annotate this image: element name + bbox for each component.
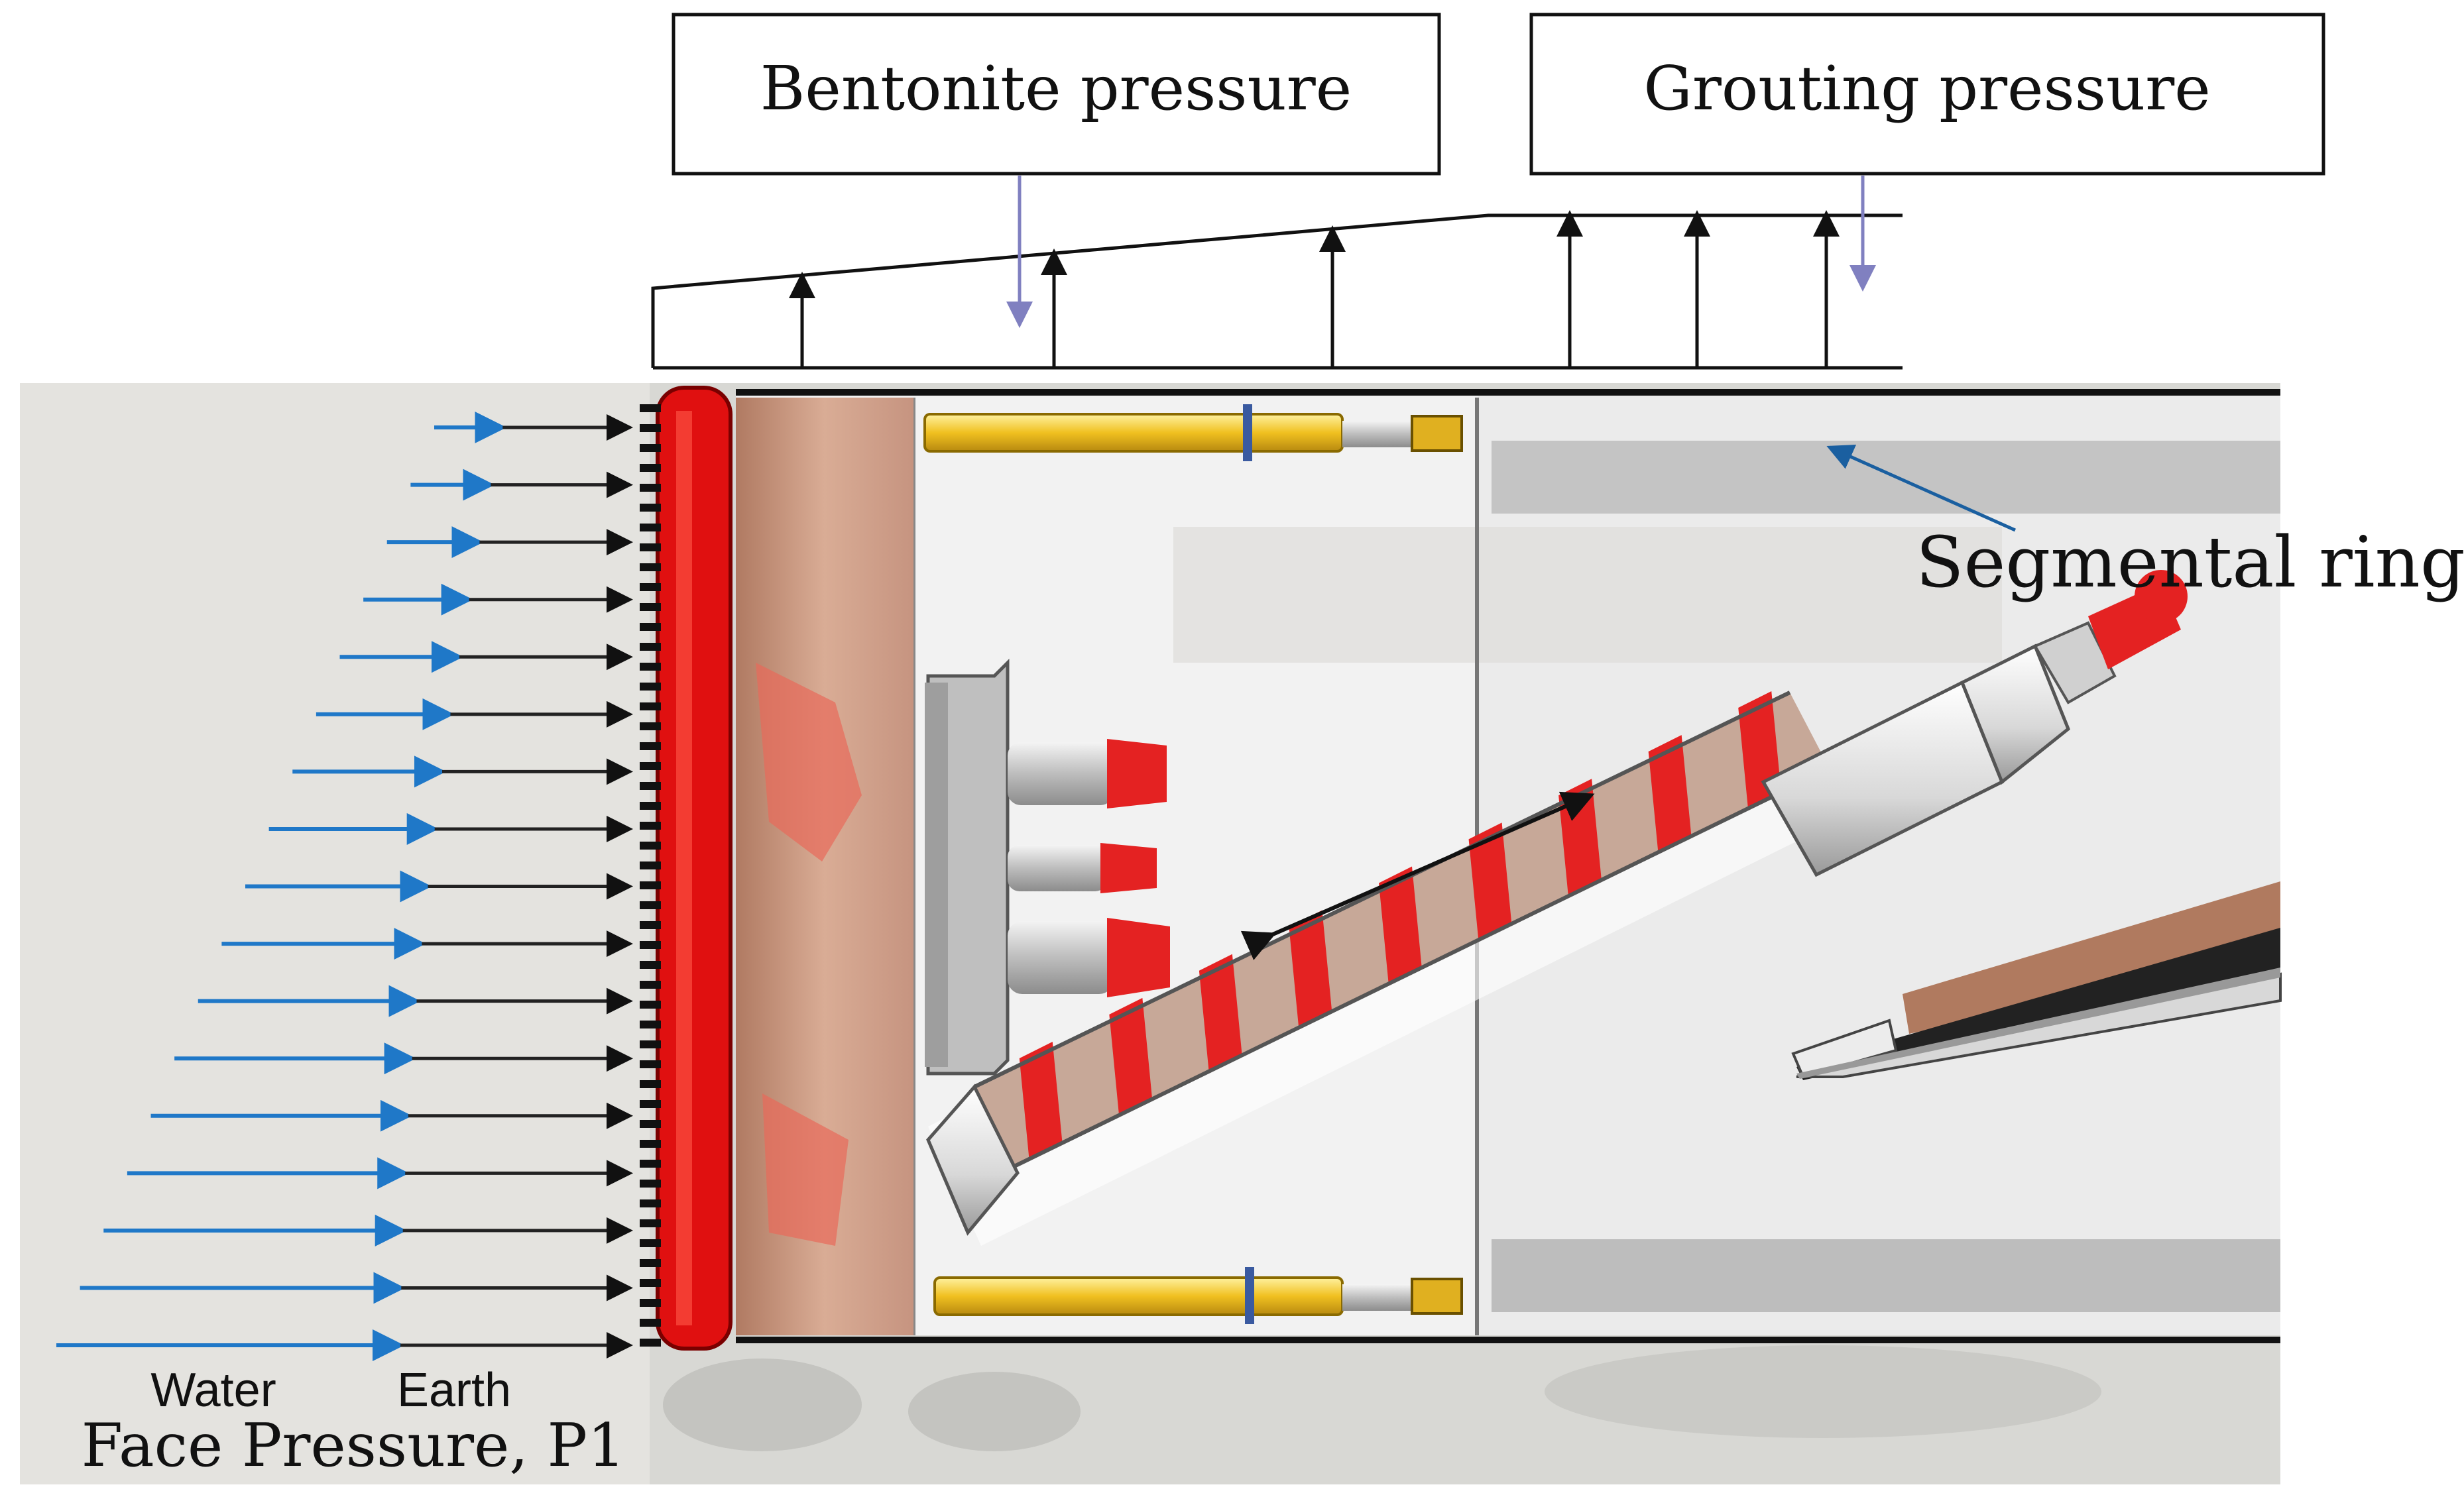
segmental-ring-band-top [1492, 441, 2280, 514]
thrust-jack-bottom [933, 1267, 1463, 1324]
cutter-tooth [640, 1319, 661, 1327]
cutter-tooth [640, 643, 661, 651]
segmental-ring-pointer [1826, 445, 2017, 532]
cutter-tooth [640, 1040, 661, 1048]
grouting-label-box [1529, 13, 2325, 176]
cutter-tooth [640, 1299, 661, 1307]
cutter-tooth [640, 1279, 661, 1287]
cutter-tooth [640, 504, 661, 512]
cutter-tooth [640, 1100, 661, 1108]
cutter-tooth [640, 1199, 661, 1207]
cutter-tooth [640, 623, 661, 631]
cutter-tooth [640, 1239, 661, 1247]
cutter-tooth [640, 543, 661, 551]
cutter-head-highlight [676, 411, 692, 1325]
cutter-tooth [640, 424, 661, 432]
cutter-tooth [640, 1140, 661, 1148]
stroke-arrow [1240, 791, 1595, 960]
drive-motor [1008, 843, 1157, 893]
shadow [663, 1359, 862, 1451]
cutter-tooth [640, 1259, 661, 1267]
cutter-tooth [640, 524, 661, 531]
cutter-tooth [640, 921, 661, 929]
drive-motor [1008, 918, 1170, 997]
shadow [908, 1372, 1081, 1451]
segmental-ring-label: Segmental ring [1916, 522, 2464, 603]
cutter-tooth [640, 404, 661, 412]
chamber-mixing-arms [756, 663, 862, 1246]
cutter-tooth [640, 1001, 661, 1009]
cutter-tooth [640, 663, 661, 671]
cutter-tooth [640, 563, 661, 571]
bentonite-label: Bentonite pressure [760, 53, 1352, 124]
cutter-tooth [640, 1219, 661, 1227]
cutter-tooth [640, 683, 661, 691]
earth-label: Earth [397, 1364, 511, 1417]
cutter-tooth [640, 1160, 661, 1168]
bulkhead-plate [925, 683, 948, 1067]
cutter-teeth [640, 404, 661, 1347]
cutter-tooth [640, 702, 661, 710]
pressure-profile [651, 176, 1903, 370]
grouting-label: Grouting pressure [1643, 53, 2210, 124]
cutter-tooth [640, 981, 661, 989]
water-label: Water [150, 1364, 276, 1417]
cutter-tooth [640, 901, 661, 909]
bentonite-label-box [672, 13, 1441, 176]
cutter-tooth [640, 583, 661, 591]
cutter-tooth [640, 881, 661, 889]
thrust-jack-top [923, 404, 1463, 461]
cutter-tooth [640, 1060, 661, 1068]
earth-zone [20, 383, 650, 1484]
cutter-tooth [640, 802, 661, 810]
cutter-tooth [640, 861, 661, 869]
drive-motor [1008, 739, 1167, 808]
cutter-tooth [640, 464, 661, 472]
cutter-tooth [640, 1080, 661, 1088]
cutter-tooth [640, 1120, 661, 1128]
cutter-tooth [640, 822, 661, 830]
segmental-ring-band-bottom [1492, 1239, 2280, 1312]
cutter-tooth [640, 603, 661, 611]
cutter-tooth [640, 722, 661, 730]
cutter-tooth [640, 444, 661, 452]
cutter-tooth [640, 484, 661, 492]
cutter-tooth [640, 1180, 661, 1188]
cutter-tooth [640, 742, 661, 750]
cutter-tooth [640, 961, 661, 969]
shadow [1545, 1345, 2101, 1438]
face-pressure-label: Face Pressure, P1 [82, 1411, 626, 1480]
cutter-tooth [640, 782, 661, 790]
cutter-tooth [640, 941, 661, 949]
cutter-tooth [640, 762, 661, 770]
cutter-head [656, 386, 733, 1351]
cutter-tooth [640, 1021, 661, 1028]
belt-conveyor [1791, 881, 2282, 1080]
mid-haze [1173, 527, 2002, 663]
face-pressure-arrows [56, 412, 633, 1361]
cutter-tooth [640, 1339, 661, 1347]
cutter-tooth [640, 842, 661, 850]
